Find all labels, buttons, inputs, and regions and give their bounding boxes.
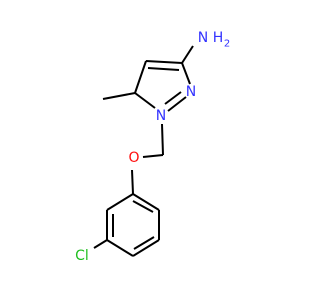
bond-ar-cl <box>93 239 108 249</box>
bond-ch2-o <box>142 154 164 158</box>
amine-hydrogen-label: H <box>213 30 224 46</box>
bond-c4-c3 <box>145 60 183 64</box>
bond-c4-c3-double <box>147 67 180 71</box>
ring-n2-label: N <box>186 84 196 100</box>
amine-subscript-label: 2 <box>224 39 230 50</box>
amine-nitrogen-label: N <box>198 30 208 46</box>
bond-ar-c1-c2 <box>106 193 134 211</box>
bond-ar-c6-c1 <box>132 193 160 211</box>
bond-n2-n1-double <box>164 91 182 105</box>
ring-n1-label: N <box>156 108 166 124</box>
bond-ar-c4-c5 <box>132 239 160 257</box>
bond-ar-c6-c1-double <box>132 200 154 213</box>
bond-c3-n2 <box>181 62 191 85</box>
bond-n2-n1 <box>167 96 187 112</box>
bond-n1-c5 <box>134 92 156 109</box>
chlorine-label: Cl <box>75 248 89 264</box>
bond-ar-c3-c4 <box>106 239 134 257</box>
bond-c5-c4 <box>134 60 147 94</box>
structure-diagram: N H 2 N N O Cl <box>75 30 230 264</box>
bond-c3-nh2 <box>181 45 194 64</box>
molecule-canvas: N H 2 N N O Cl <box>75 30 230 264</box>
bond-c5-methyl <box>102 92 136 100</box>
bond-o-aryl <box>131 169 134 195</box>
bond-n1-ch2 <box>161 123 164 156</box>
ether-oxygen-label: O <box>128 150 139 166</box>
bond-ar-c4-c5-double <box>133 236 155 250</box>
